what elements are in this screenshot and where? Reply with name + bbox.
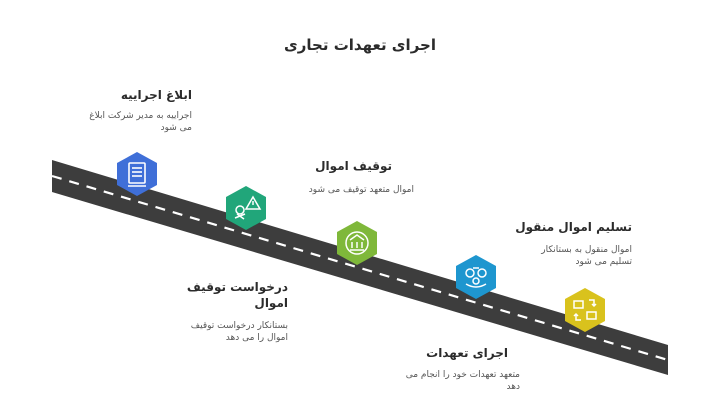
exchange-icon — [465, 267, 487, 288]
step-1-hexagon — [117, 152, 157, 196]
transfer-icon — [573, 299, 597, 321]
step-3-title: توقیف اموال — [315, 159, 392, 173]
step-3-desc: اموال متعهد توقیف می شود — [308, 185, 414, 195]
step-4-title: اجرای تعهدات — [426, 346, 508, 360]
step-2-title: درخواست توقیف اموال — [186, 280, 288, 310]
step-1-desc: اجراییه به مدیر شرکت ابلاغ می شود — [89, 111, 192, 133]
step-5-hexagon — [565, 288, 605, 332]
step-2-desc: بستانکار درخواست توقیف اموال را می دهد — [190, 321, 288, 343]
step-5-title: تسلیم اموال منقول — [515, 220, 632, 234]
step-5-desc: اموال منقول به بستانکار تسلیم می شود — [541, 245, 632, 267]
bank-icon — [345, 231, 369, 255]
step-4-hexagon — [456, 255, 496, 299]
page-title: اجرای تعهدات تجاری — [284, 36, 436, 54]
step-3-hexagon — [337, 221, 377, 265]
warning-icon — [234, 195, 262, 220]
step-4-desc: متعهد تعهدات خود را انجام می دهد — [405, 370, 520, 392]
step-1-title: ابلاغ اجراییه — [120, 88, 192, 102]
document-icon — [128, 162, 146, 187]
road-surface — [52, 160, 668, 375]
step-2-hexagon — [226, 186, 266, 230]
